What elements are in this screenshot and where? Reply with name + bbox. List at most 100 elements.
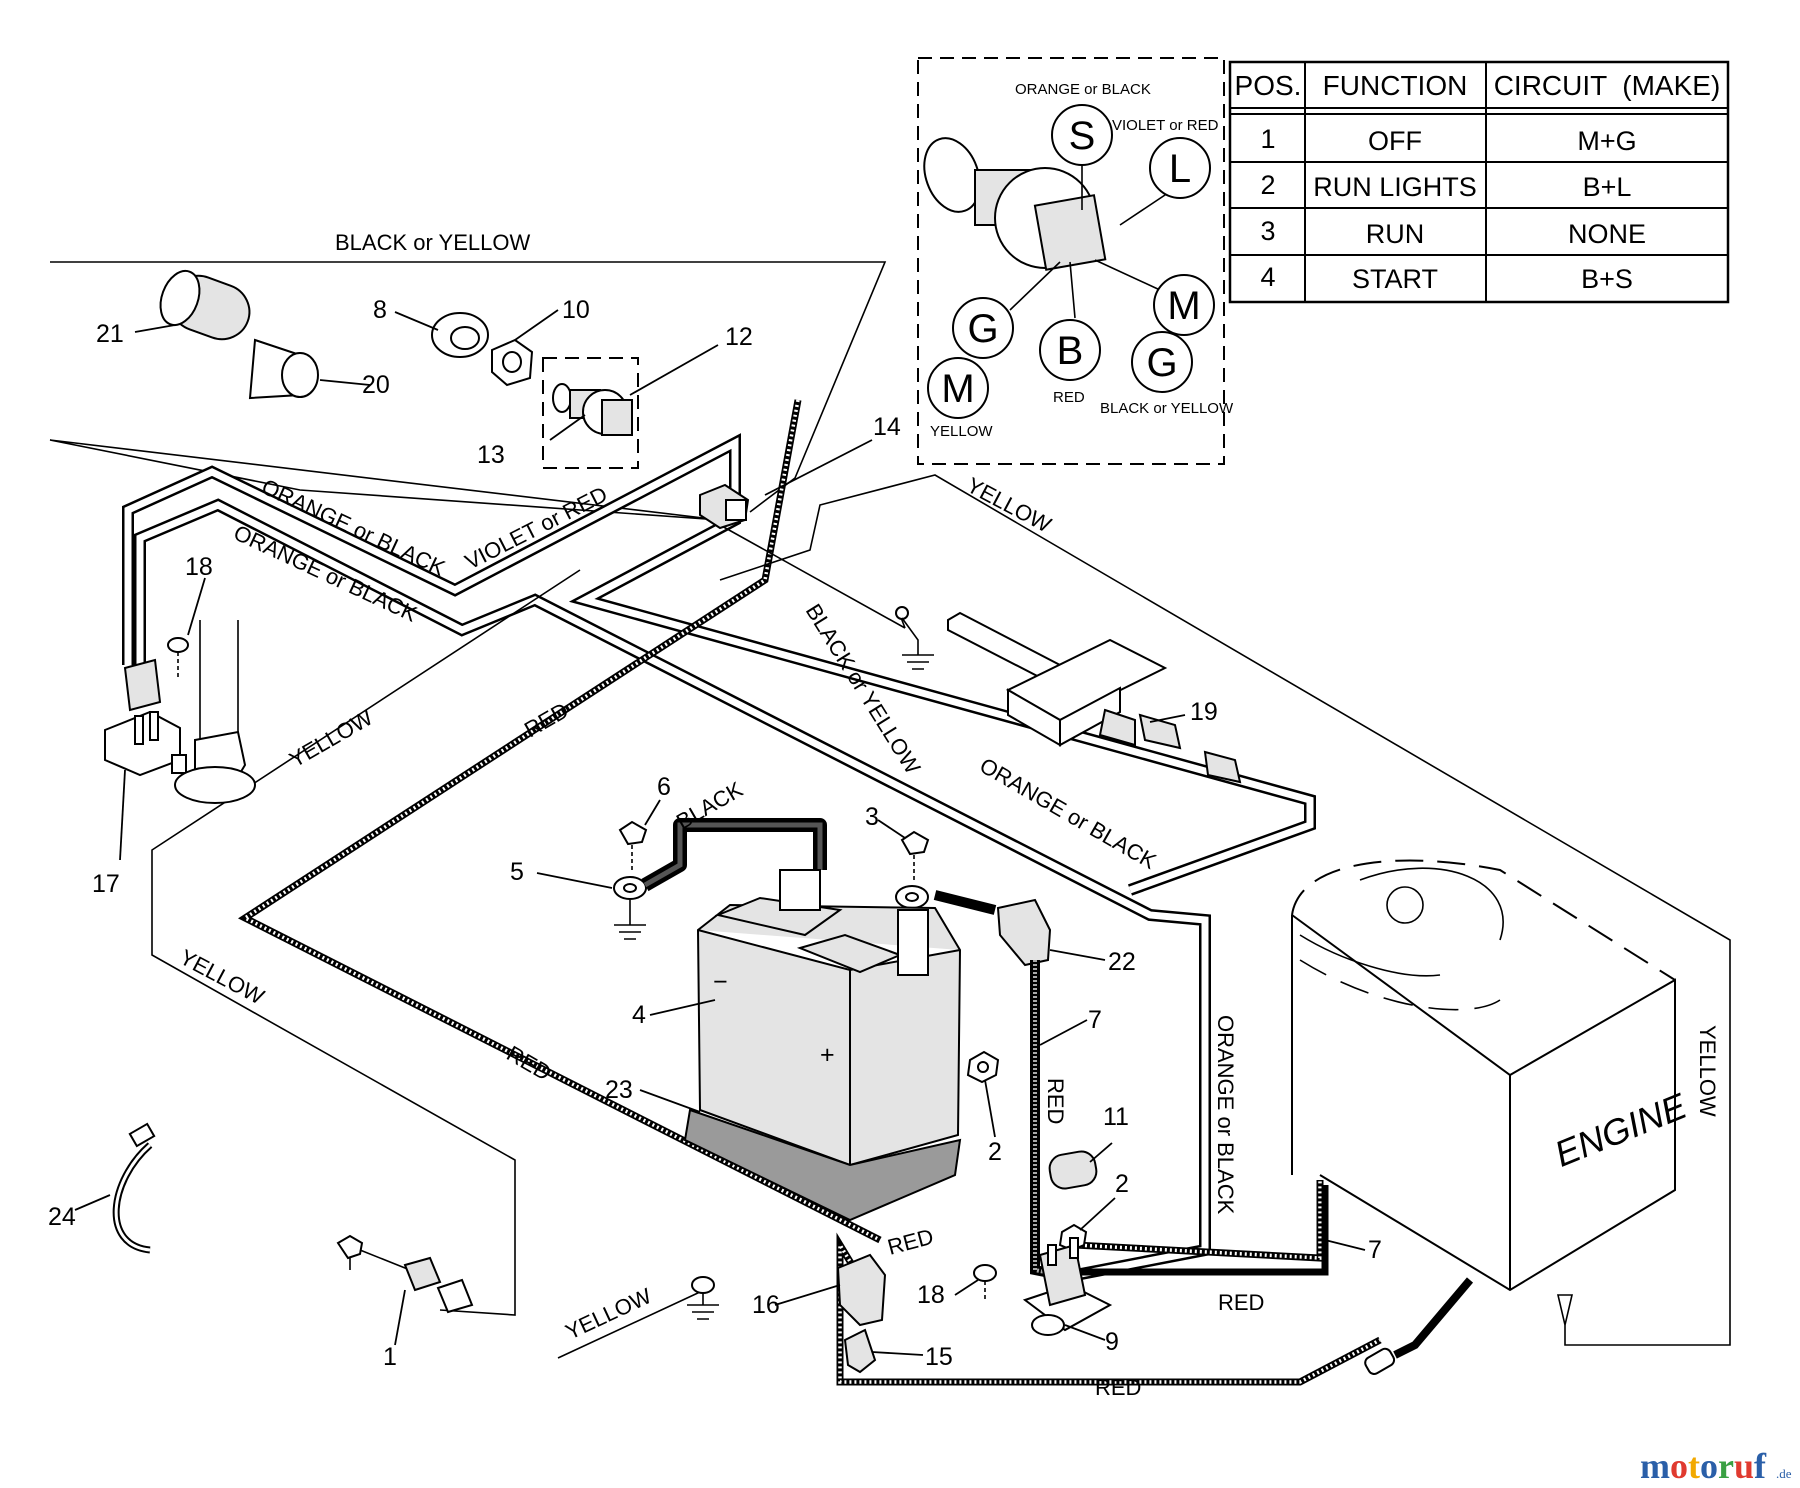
svg-text:1: 1 — [1260, 124, 1275, 154]
svg-text:M: M — [1167, 284, 1200, 328]
positive-cable-7-inner — [1033, 960, 1061, 1277]
svg-text:G: G — [967, 307, 998, 351]
ignition-switch-12 — [542, 357, 639, 469]
svg-text:NONE: NONE — [1568, 219, 1646, 249]
part-number-18: 18 — [917, 1281, 945, 1309]
screw-3 — [895, 830, 930, 909]
light-bulb-21 — [159, 269, 251, 341]
ground-symbol — [895, 606, 934, 670]
part-number-12: 12 — [725, 323, 753, 351]
svg-text:2: 2 — [1260, 170, 1275, 200]
connector-1 — [336, 1234, 474, 1314]
watermark-letter: f — [1754, 1446, 1767, 1486]
part-number-19: 19 — [1190, 698, 1218, 726]
wire-label: ORANGE or BLACK — [976, 753, 1161, 874]
wire-black-or-yellow-loop — [49, 261, 887, 521]
part-number-9: 9 — [1105, 1328, 1119, 1356]
part-number-7: 7 — [1368, 1236, 1382, 1264]
terminal-m-lower: M — [927, 357, 989, 419]
switch-wire-label-b: RED — [1053, 389, 1085, 406]
terminal-m-upper: M — [1153, 274, 1215, 336]
key-switch-illustration — [923, 137, 1181, 319]
part-number-11: 11 — [1103, 1103, 1129, 1131]
part-number-22: 22 — [1108, 948, 1136, 976]
part-number-17: 17 — [92, 870, 120, 898]
wire-yellow-bottom — [557, 1291, 701, 1359]
part-number-18: 18 — [185, 553, 213, 581]
bracket-19 — [947, 611, 1242, 784]
table-header-circuit: CIRCUIT (MAKE) — [1494, 70, 1721, 101]
part-number-8: 8 — [373, 296, 387, 324]
svg-text:L: L — [1169, 147, 1191, 191]
part-number-21: 21 — [96, 320, 124, 348]
svg-text:S: S — [1069, 114, 1096, 158]
light-socket-20 — [248, 338, 319, 400]
fuse-holder-16 — [836, 1253, 887, 1327]
svg-text:M: M — [941, 367, 974, 411]
spark-plug-boot — [1364, 1347, 1396, 1375]
ground-symbol — [687, 1276, 719, 1320]
wire-label: YELLOW — [1695, 1025, 1720, 1117]
svg-text:START: START — [1352, 264, 1438, 294]
part-number-24: 24 — [48, 1203, 76, 1231]
part-number-23: 23 — [605, 1076, 633, 1104]
wire-label: BLACK or YELLOW — [335, 230, 530, 255]
nut-2 — [966, 1050, 1000, 1084]
table-row: 1 OFF M+G — [1260, 124, 1636, 156]
battery-minus-sign: − — [713, 968, 728, 996]
part-number-16: 16 — [752, 1291, 780, 1319]
battery-tray-23 — [683, 1108, 962, 1222]
engine-lead — [1556, 1294, 1574, 1326]
terminal-g-right: G — [1131, 331, 1193, 393]
wire-label: RED — [1218, 1290, 1264, 1315]
part-number-4: 4 — [632, 1001, 646, 1029]
connector-14 — [699, 483, 750, 530]
table-header-function: FUNCTION — [1323, 70, 1468, 101]
terminal-s: S — [1051, 104, 1113, 166]
wire-orange-or-black-1 — [122, 433, 1316, 896]
switch-detail-box: ORANGE or BLACK VIOLET or RED RED BLACK … — [917, 57, 1234, 465]
battery-4: − + — [696, 869, 962, 1167]
wire-engine-harness — [1080, 1185, 1329, 1276]
wire-label: RED — [1043, 1078, 1068, 1124]
boot-22 — [933, 890, 1052, 967]
watermark-letter: o — [1700, 1446, 1718, 1486]
svg-text:G: G — [1146, 341, 1177, 385]
leader-lines — [74, 309, 1366, 1356]
wire-label: RED — [503, 1041, 556, 1086]
watermark-logo: motoruf .de — [1640, 1446, 1792, 1486]
solenoid-9 — [1022, 1237, 1113, 1336]
part-number-20: 20 — [362, 371, 390, 399]
screw-18 — [973, 1264, 997, 1300]
wire-label: RED — [885, 1224, 936, 1260]
watermark-letter: m — [1640, 1446, 1670, 1486]
switch-wire-label-m: YELLOW — [930, 423, 993, 440]
watermark-text: motoruf — [1640, 1446, 1767, 1486]
part-numbers: 21 20 8 10 12 13 14 18 19 17 6 5 3 22 4 … — [48, 296, 1382, 1371]
table-row: 4 START B+S — [1260, 262, 1632, 294]
wire-label: YELLOW — [285, 705, 377, 773]
svg-text:RUN LIGHTS: RUN LIGHTS — [1313, 172, 1477, 202]
watermark-suffix: .de — [1776, 1466, 1792, 1481]
part-number-6: 6 — [657, 773, 671, 801]
svg-text:4: 4 — [1260, 262, 1275, 292]
switch-wire-label-s: ORANGE or BLACK — [1015, 81, 1151, 98]
ground-symbol — [614, 900, 646, 940]
washer-5 — [613, 876, 647, 900]
ring-8 — [431, 312, 489, 358]
wire-label: RED — [1095, 1375, 1141, 1400]
part-number-10: 10 — [562, 296, 590, 324]
seat-switch-17 — [104, 658, 187, 777]
svg-text:M+G: M+G — [1577, 126, 1636, 156]
wire-label: VIOLET or RED — [461, 481, 611, 574]
part-number-7: 7 — [1088, 1006, 1102, 1034]
svg-text:B+S: B+S — [1581, 264, 1633, 294]
wire-label: ORANGE or BLACK — [1213, 1015, 1238, 1215]
switch-wire-label-l: VIOLET or RED — [1112, 117, 1219, 134]
battery-cable-black-inner — [643, 822, 823, 888]
part-number-15: 15 — [925, 1343, 953, 1371]
screw-18 — [167, 637, 189, 680]
table-row: 2 RUN LIGHTS B+L — [1260, 170, 1631, 202]
engine-plug-wire — [1393, 1277, 1474, 1359]
wire-label: RED — [520, 697, 573, 742]
